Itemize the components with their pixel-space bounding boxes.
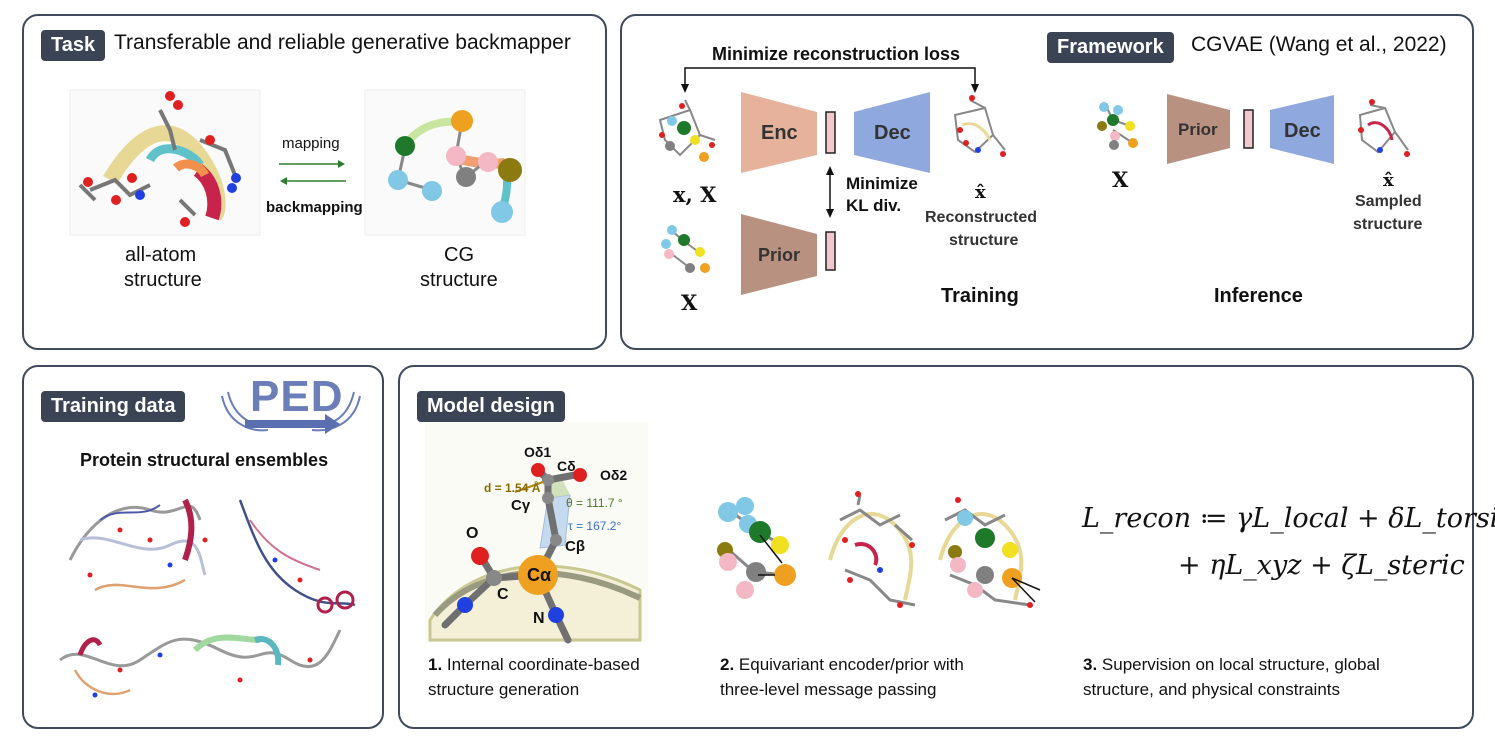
allatom-structure-image xyxy=(78,91,241,227)
input-X-label: X xyxy=(681,290,698,315)
minimize-kl-line1: Minimize xyxy=(846,174,918,193)
label-cg: Cγ xyxy=(511,497,531,514)
label-ca: Cα xyxy=(527,565,552,585)
protein-ensemble-image xyxy=(59,498,356,696)
minimize-recon-label: Minimize reconstruction loss xyxy=(712,44,961,64)
label-theta: θ = 111.7 ° xyxy=(566,496,623,510)
cg-label-line2: structure xyxy=(420,269,498,291)
task-title: Transferable and reliable generative bac… xyxy=(114,31,571,54)
label-n: N xyxy=(533,610,545,627)
decoder-block-inference xyxy=(1270,95,1334,164)
equation-line1: L_recon ≔ γL_local + δL_torsion xyxy=(1082,503,1495,534)
framework-tag: Framework xyxy=(1047,32,1174,63)
minimize-kl-line2: KL div. xyxy=(846,196,902,215)
caption-1-line1: 1. Internal coordinate-based xyxy=(428,655,640,674)
prior-label-training: Prior xyxy=(758,245,801,265)
label-od2: Oδ2 xyxy=(600,467,628,483)
reconstructed-molecule xyxy=(953,95,1006,157)
reconstructed-line1: Reconstructed xyxy=(925,209,1038,226)
mapping-label: mapping xyxy=(282,135,340,152)
cg-label-line1: CG xyxy=(444,244,474,266)
caption-3-line1: 3. Supervision on local structure, globa… xyxy=(1083,655,1380,674)
prior-label-inference: Prior xyxy=(1178,120,1218,139)
label-o: O xyxy=(466,525,479,542)
message-passing-allatom xyxy=(828,491,916,608)
allatom-label-line2: structure xyxy=(124,269,202,291)
xhat-label-training: x̂ xyxy=(975,182,986,203)
inference-label: Inference xyxy=(1214,285,1303,307)
caption-2-line1: 2. Equivariant encoder/prior with xyxy=(720,655,964,674)
caption-2-line2: three-level message passing xyxy=(720,680,937,699)
framework-panel xyxy=(620,14,1474,350)
dec-label-inference: Dec xyxy=(1284,120,1321,142)
latent-bar-inference xyxy=(1243,109,1254,149)
label-cb: Cβ xyxy=(565,538,585,555)
internal-coordinate-image xyxy=(428,463,642,644)
label-d: d = 1.54 Å xyxy=(484,481,541,495)
label-cd: Cδ xyxy=(557,458,576,474)
message-passing-combined xyxy=(938,497,1041,608)
training-data-tag: Training data xyxy=(41,391,186,422)
message-passing-cg xyxy=(717,497,796,599)
training-data-subtitle: Protein structural ensembles xyxy=(80,450,329,470)
training-label: Training xyxy=(941,285,1019,307)
ensemble-atoms xyxy=(87,527,313,698)
input-x-label: x, X xyxy=(673,182,717,207)
enc-label: Enc xyxy=(761,122,798,144)
latent-bar-prior xyxy=(825,231,836,271)
caption-3-line2: structure, and physical constraints xyxy=(1083,680,1341,699)
prior-block-inference xyxy=(1167,94,1230,164)
inference-cg-molecule xyxy=(1097,102,1138,150)
backmapping-label: backmapping xyxy=(266,199,363,216)
sampled-line2: structure xyxy=(1353,216,1423,233)
allatom-label-line1: all-atom xyxy=(125,244,197,266)
label-od1: Oδ1 xyxy=(524,444,552,460)
inference-X-label: X xyxy=(1112,167,1129,192)
dec-label: Dec xyxy=(874,122,911,144)
input-allatom-molecule xyxy=(658,99,716,162)
input-cg-molecule xyxy=(661,225,710,273)
latent-bar-training xyxy=(825,111,836,154)
model-design-tag: Model design xyxy=(417,391,565,422)
reconstructed-line2: structure xyxy=(949,232,1019,249)
label-tau: τ = 167.2° xyxy=(568,519,622,533)
label-c: C xyxy=(497,586,509,603)
ped-logo xyxy=(221,391,361,434)
decoder-block xyxy=(854,92,930,173)
encoder-block xyxy=(741,92,817,173)
prior-block-training xyxy=(741,214,817,295)
xhat-label-inference: x̂ xyxy=(1383,170,1394,191)
sampled-line1: Sampled xyxy=(1355,193,1422,210)
task-tag: Task xyxy=(41,30,106,61)
caption-1-line2: structure generation xyxy=(428,680,580,699)
sampled-molecule xyxy=(1358,99,1410,157)
equation-line2: + ηL_xyz + ζL_steric xyxy=(1178,550,1465,581)
ped-logo-text: PED xyxy=(250,372,344,421)
framework-subtitle: CGVAE (Wang et al., 2022) xyxy=(1191,33,1447,56)
cg-structure-image xyxy=(388,110,522,223)
